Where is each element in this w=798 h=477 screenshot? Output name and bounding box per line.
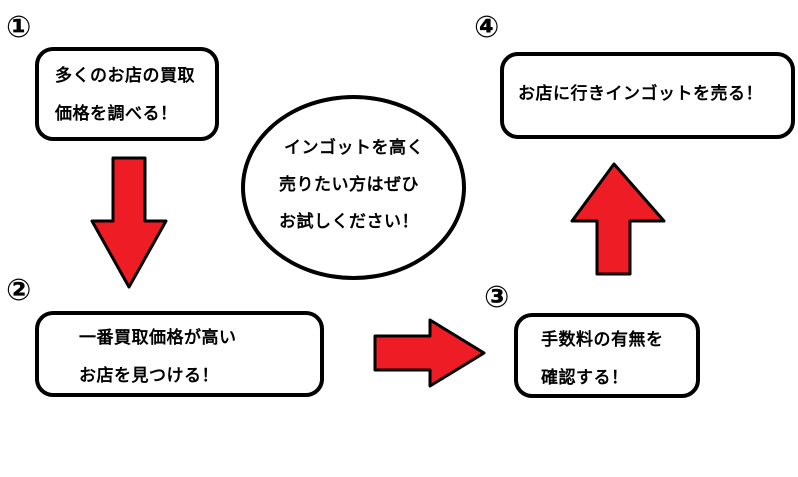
center-note-line-2: 売りたい方はぜひ: [279, 175, 419, 195]
step-4-line-1: お店に行きインゴットを売る！: [518, 84, 763, 104]
step-1-number: ①: [6, 10, 32, 45]
step-1-line-2: 価格を調べる！: [55, 104, 178, 124]
center-note-line-3: お試しください！: [279, 212, 419, 232]
arrow-up-shape: [570, 162, 666, 276]
step-3-line-1: 手数料の有無を: [541, 330, 664, 350]
step-2-line-1: 一番買取価格が高い: [79, 328, 237, 348]
step-3-box: [514, 313, 700, 398]
step-4-number: ④: [474, 10, 500, 45]
step-1-line-1: 多くのお店の買取: [55, 66, 195, 86]
center-note-line-1: インゴットを高く: [284, 138, 424, 158]
step-2-number: ②: [6, 273, 32, 308]
step-3-number: ③: [484, 280, 510, 315]
step-1-box: [35, 47, 219, 141]
step-4-box: [500, 52, 795, 139]
arrow-down-shape: [90, 156, 168, 289]
step-2-box: [35, 311, 324, 397]
step-2-line-2: お店を見つける！: [79, 366, 219, 386]
step-3-line-2: 確認する！: [541, 368, 629, 388]
arrow-right-shape: [373, 318, 486, 388]
center-note-oval: [241, 95, 466, 280]
